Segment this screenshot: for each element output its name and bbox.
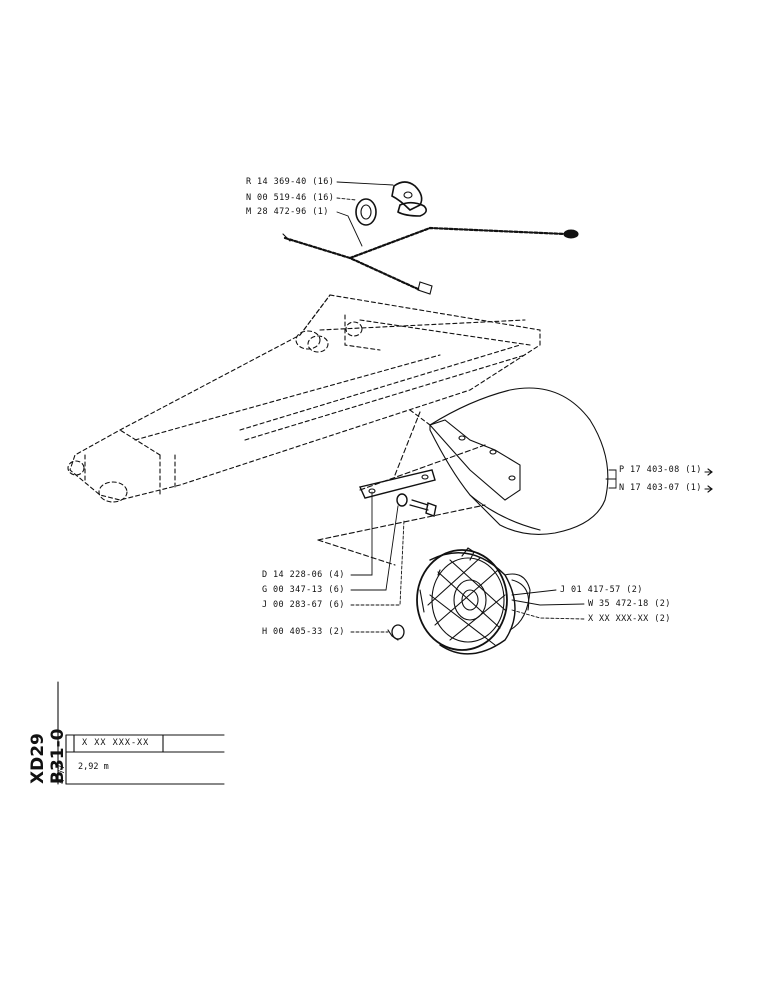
drawing-code: XD29 B31-0	[28, 728, 68, 785]
callout-g00347: G 00 347-13 (6)	[262, 585, 345, 595]
grommet	[355, 198, 377, 226]
work-lamp	[416, 547, 531, 655]
callout-n17403: N 17 403-07 (1)	[619, 483, 702, 493]
callout-j00283: J 00 283-67 (6)	[262, 600, 345, 610]
callout-p17403: P 17 403-08 (1)	[619, 465, 702, 475]
callout-r14369: R 14 369-40 (16)	[246, 177, 335, 187]
leader-lines	[336, 181, 617, 633]
boom-arm	[67, 294, 541, 503]
washer	[396, 493, 408, 507]
callout-n00519: N 00 519-46 (16)	[246, 193, 335, 203]
callout-m28472: M 28 472-96 (1)	[246, 207, 329, 217]
bolt	[409, 499, 437, 517]
title-block	[57, 681, 225, 785]
callout-j01417: J 01 417-57 (2)	[560, 585, 643, 595]
cable-clamp	[391, 181, 428, 217]
cable-harness	[282, 226, 579, 295]
part-code: X XX XXX-XX	[82, 738, 150, 748]
lamp-bulb	[387, 624, 405, 641]
mounting-plate	[317, 411, 486, 566]
lamp-guard-bracket	[409, 387, 609, 535]
callout-d14228: D 14 228-06 (4)	[262, 570, 345, 580]
length-note: 2,92 m	[78, 762, 109, 772]
callout-h00405: H 00 405-33 (2)	[262, 627, 345, 637]
callout-w35472: W 35 472-18 (2)	[588, 599, 671, 609]
drawing-date: 4-77	[57, 764, 66, 784]
callout-xxxxxx: X XX XXX-XX (2)	[588, 614, 671, 624]
